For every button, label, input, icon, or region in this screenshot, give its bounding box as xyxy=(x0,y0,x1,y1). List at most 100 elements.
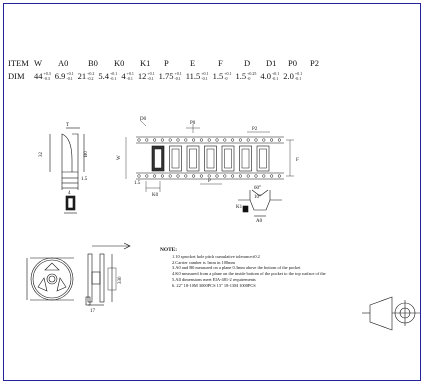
tolerance-upper: +0.1 xyxy=(201,71,209,76)
item-a0: A0 xyxy=(58,58,69,68)
dim-value: 5.4+0.1-0.1 xyxy=(98,71,117,81)
sprocket-hole xyxy=(176,138,180,142)
item-w: W xyxy=(34,58,43,68)
note-line-3: 3.A0 and B0 measured on a plane 0.3mm ab… xyxy=(172,265,301,271)
tolerance-upper: +0.2 xyxy=(87,71,95,76)
sprocket-hole xyxy=(277,138,281,142)
dim-tolerance: +0.1-0.1 xyxy=(66,71,73,81)
item-p0: P0 xyxy=(288,58,297,68)
dim-number: 5.4 xyxy=(98,71,110,81)
label-d0: D0 xyxy=(140,117,147,122)
sprocket-hole xyxy=(231,174,235,178)
tolerance-lower: -0.1 xyxy=(110,76,117,81)
dim-number: 2.0 xyxy=(283,71,294,81)
item-d: D xyxy=(244,58,251,68)
label-angle: 60° xyxy=(254,186,261,191)
dim-tolerance: +0.1-0.1 xyxy=(127,71,134,81)
tolerance-upper: +0.1 xyxy=(174,71,182,76)
label-reel-width: 17 xyxy=(90,309,96,314)
dim-tolerance: +0.1-0.1 xyxy=(110,71,117,81)
dim-number: 4 xyxy=(121,71,126,81)
sprocket-hole xyxy=(270,174,274,178)
tolerance-lower: -0.1 xyxy=(294,76,302,81)
dim-value: 1.5+0.25-0 xyxy=(235,71,256,81)
sprocket-hole xyxy=(176,174,180,178)
dim-value: 12+0.1-0.1 xyxy=(138,71,155,81)
sprocket-hole xyxy=(254,174,258,178)
sprocket-hole xyxy=(192,138,196,142)
sprocket-hole xyxy=(153,174,157,178)
item-label: ITEM xyxy=(8,58,29,68)
dim-value: 6.9+0.1-0.1 xyxy=(55,71,74,81)
label-p2: P2 xyxy=(252,127,258,132)
pocket xyxy=(186,145,200,172)
sprocket-hole xyxy=(199,138,203,142)
tolerance-lower: -0 xyxy=(247,76,251,81)
tolerance-lower: -0.1 xyxy=(201,76,208,81)
item-k0: K0 xyxy=(114,58,125,68)
pocket xyxy=(221,145,235,172)
pockets xyxy=(151,145,270,172)
dim-value: 1.5+0.1-0 xyxy=(213,71,232,81)
sprocket-hole xyxy=(184,174,188,178)
dimension-lines xyxy=(125,119,294,192)
tolerance-upper: +0.1 xyxy=(110,71,118,76)
note-line-4: 4.K0 measured from a plane on the inside… xyxy=(172,271,326,277)
reel-side-view xyxy=(85,253,117,306)
dim-label: DIM xyxy=(8,71,25,81)
dim-number: 11.5 xyxy=(185,71,201,81)
dim-number: 21 xyxy=(77,71,87,81)
dim-number: 1.75 xyxy=(158,71,174,81)
item-row: ITEM W A0 B0 K0 K1 P E F D D1 P0 P2 xyxy=(8,58,328,71)
tape-side-view xyxy=(49,127,85,190)
dim-tolerance: +0.1-0.1 xyxy=(201,71,208,81)
sprocket-hole xyxy=(145,174,149,178)
item-p2: P2 xyxy=(310,58,319,68)
item-e: E xyxy=(190,58,196,68)
sprocket-hole xyxy=(238,138,242,142)
dim-number: 6.9 xyxy=(54,71,66,81)
item-b0: B0 xyxy=(88,58,98,68)
pocket-section xyxy=(238,189,282,217)
note-line-6: 6. 22" 18-10M 3000PCS 13" 18-13M 1000PCS xyxy=(172,282,256,288)
tolerance-lower: -0.1 xyxy=(66,76,73,81)
dim-tolerance: +0.2-0.2 xyxy=(87,71,94,81)
label-angle-mid: 10° xyxy=(254,195,261,200)
sprocket-hole xyxy=(137,174,141,178)
dim-value: 21+0.2-0.2 xyxy=(78,71,95,81)
projection-symbol xyxy=(362,296,420,331)
reel-front-view xyxy=(26,257,74,301)
pocket xyxy=(169,145,182,172)
sprocket-hole xyxy=(231,138,235,142)
note-line-2: 2.Carrier camber is 1mm in 100mm xyxy=(172,259,235,265)
tolerance-upper: +0.1 xyxy=(271,71,280,76)
tape-top-view xyxy=(136,136,284,180)
sprocket-hole xyxy=(207,174,211,178)
item-k1: K1 xyxy=(140,58,151,68)
sprocket-hole xyxy=(270,138,274,142)
part-detail xyxy=(64,195,77,214)
sprocket-hole xyxy=(246,138,250,142)
label-side-15: 1.5 xyxy=(81,177,88,182)
dim-value: 4+0.1-0.1 xyxy=(121,71,134,81)
dim-tolerance: +0.1-0.1 xyxy=(272,71,279,81)
sprocket-hole xyxy=(238,174,242,178)
note-line-5: 5.All dimensions meet EIA-481-2 requirem… xyxy=(172,276,256,282)
sprocket-hole xyxy=(223,174,227,178)
direction-arrow xyxy=(92,242,131,250)
label-k1: K1 xyxy=(236,205,243,210)
sprocket-holes xyxy=(137,138,281,178)
dim-value: 11.5+0.1-0.1 xyxy=(186,71,209,81)
sprocket-hole xyxy=(153,138,157,142)
label-p: P xyxy=(208,179,211,184)
note-line-1: 1.10 sprocket hole pitch cumulative tole… xyxy=(172,253,260,259)
dim-tolerance: +0.3-0.3 xyxy=(44,71,51,81)
label-w: W xyxy=(117,155,122,160)
label-side-dim: 32 xyxy=(39,152,44,158)
tolerance-lower: -0.2 xyxy=(87,76,94,81)
label-b0: B0 xyxy=(84,151,89,157)
tolerance-upper: +0.1 xyxy=(126,71,134,76)
pocket xyxy=(204,145,217,172)
tolerance-lower: -0.1 xyxy=(271,76,279,81)
